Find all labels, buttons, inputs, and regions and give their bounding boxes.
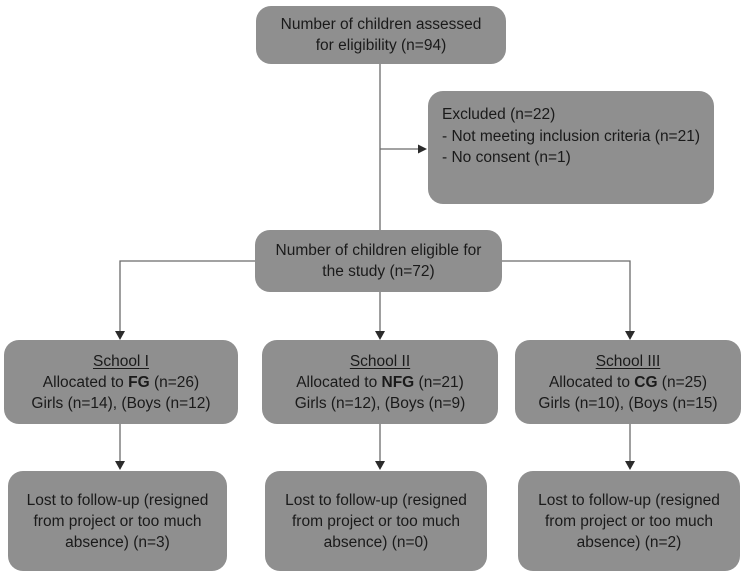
school-2-allocation: Allocated to NFG (n=21) xyxy=(296,372,464,393)
school-3-alloc-suffix: (n=25) xyxy=(657,373,708,391)
eligible-box: Number of children eligible for the stud… xyxy=(255,230,502,292)
school-1-detail: Girls (n=14), (Boys (n=12) xyxy=(31,394,211,412)
lost-3-box: Lost to follow-up (resigned from project… xyxy=(518,471,740,571)
connector-split-right xyxy=(502,260,631,333)
arrowhead-school3 xyxy=(625,331,635,340)
eligible-line-2: the study (n=72) xyxy=(322,263,435,280)
school-3-group: CG xyxy=(634,373,658,391)
school-3-alloc-prefix: Allocated to xyxy=(548,373,635,391)
arrowhead-school2 xyxy=(375,331,385,340)
lost-1-line-3: absence) (n=3) xyxy=(65,533,170,551)
arrowhead-lost1 xyxy=(115,461,125,470)
lost-1-line-1: Lost to follow-up (resigned xyxy=(26,491,209,509)
lost-2-line-2: from project or too much xyxy=(292,512,460,530)
school-3-title: School III xyxy=(595,352,661,370)
lost-2-line-1: Lost to follow-up (resigned xyxy=(285,491,467,509)
excluded-box: Excluded (n=22) - Not meeting inclusion … xyxy=(428,91,714,204)
school-2-group: NFG xyxy=(381,373,415,391)
assessed-line-1: Number of children assessed xyxy=(280,16,482,33)
lost-3-line-2: from project or too much xyxy=(545,512,713,530)
school-2-alloc-suffix: (n=21) xyxy=(414,373,464,391)
school-1-title: School I xyxy=(92,352,149,370)
arrowhead-excluded xyxy=(418,144,427,154)
school-1-group: FG xyxy=(128,373,150,391)
arrowhead-lost2 xyxy=(375,461,385,470)
school-3-allocation: Allocated to CG (n=25) xyxy=(549,372,707,393)
arrowhead-lost3 xyxy=(625,461,635,470)
excluded-reason-2: - No consent (n=1) xyxy=(442,149,571,166)
school-3-box: School III Allocated to CG (n=25) Girls … xyxy=(515,340,741,424)
school-1-box: School I Allocated to FG (n=26) Girls (n… xyxy=(4,340,238,424)
connector-split-left xyxy=(119,260,255,333)
excluded-reason-1: - Not meeting inclusion criteria (n=21) xyxy=(442,127,701,145)
school-3-detail: Girls (n=10), (Boys (n=15) xyxy=(538,394,718,412)
lost-3-line-3: absence) (n=2) xyxy=(576,533,682,551)
school-2-title: School II xyxy=(349,352,411,370)
school-1-alloc-prefix: Allocated to xyxy=(42,373,129,391)
lost-3-line-1: Lost to follow-up (resigned xyxy=(538,491,720,509)
assessed-line-2: for eligibility (n=94) xyxy=(315,37,447,54)
excluded-title: Excluded (n=22) xyxy=(442,106,556,123)
school-1-alloc-suffix: (n=26) xyxy=(149,373,200,391)
school-1-allocation: Allocated to FG (n=26) xyxy=(43,372,199,393)
lost-1-line-2: from project or too much xyxy=(33,512,202,530)
assessed-box: Number of children assessed for eligibil… xyxy=(256,6,506,64)
arrowhead-school1 xyxy=(115,331,125,340)
school-2-alloc-prefix: Allocated to xyxy=(296,373,382,391)
school-2-box: School II Allocated to NFG (n=21) Girls … xyxy=(262,340,498,424)
school-2-detail: Girls (n=12), (Boys (n=9) xyxy=(294,394,466,412)
eligible-line-1: Number of children eligible for xyxy=(275,242,482,259)
lost-2-box: Lost to follow-up (resigned from project… xyxy=(265,471,487,571)
lost-1-box: Lost to follow-up (resigned from project… xyxy=(8,471,227,571)
lost-2-line-3: absence) (n=0) xyxy=(323,533,429,551)
